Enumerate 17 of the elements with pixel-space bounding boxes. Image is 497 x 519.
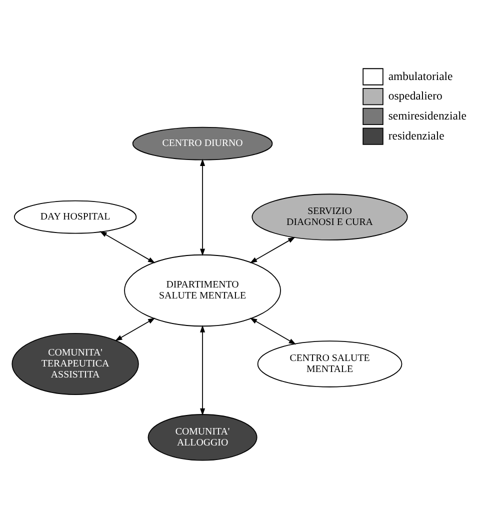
- node-ellipse: CENTRO DIURNO: [132, 126, 273, 160]
- node-ellipse: DIPARTIMENTO SALUTE MENTALE: [124, 254, 281, 326]
- arrow: [250, 317, 296, 344]
- arrow: [250, 236, 296, 263]
- node-ellipse: CENTRO SALUTE MENTALE: [257, 340, 402, 387]
- node-ellipse: SERVIZIO DIAGNOSI E CURA: [252, 193, 408, 240]
- node-ellipse: COMUNITA' TERAPEUTICA ASSISTITA: [12, 332, 139, 394]
- legend-label: residenziale: [388, 128, 444, 142]
- node-ellipse: COMUNITA' ALLOGGIO: [148, 414, 258, 460]
- arrow: [200, 158, 206, 256]
- arrow: [200, 324, 206, 416]
- arrow: [114, 317, 156, 341]
- legend-label: semiresidenziale: [388, 109, 466, 122]
- legend-label: ospedaliero: [388, 89, 442, 102]
- legend-label: ambulatoriale: [388, 69, 453, 82]
- node-ellipse: DAY HOSPITAL: [14, 200, 137, 234]
- arrow: [100, 230, 156, 263]
